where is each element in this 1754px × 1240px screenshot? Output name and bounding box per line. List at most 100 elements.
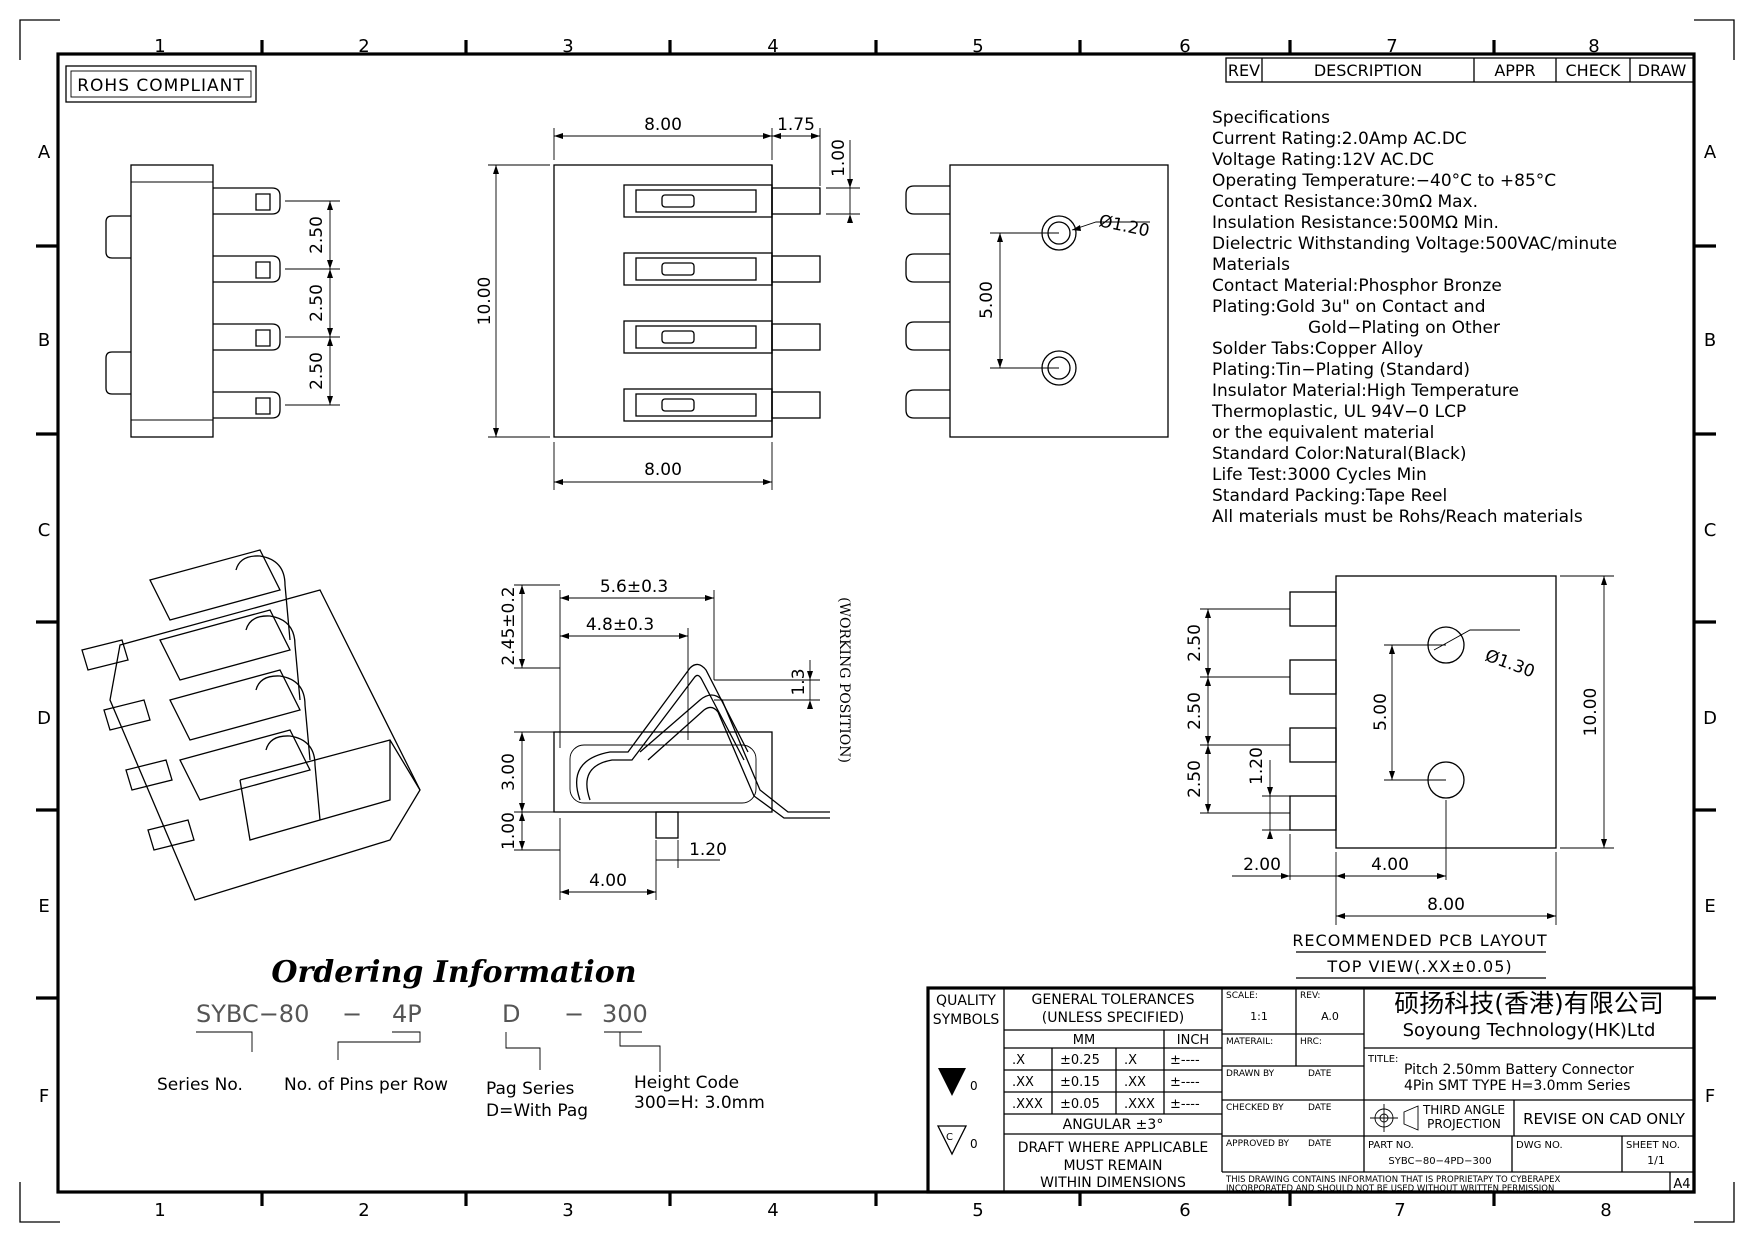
tol-cell: ±---- (1170, 1075, 1200, 1090)
spec-line: Solder Tabs:Copper Alloy (1212, 339, 1423, 359)
side-pitch-2: 2.50 (307, 284, 327, 322)
spec-line: Current Rating:2.0Amp AC.DC (1212, 129, 1467, 149)
zone-col-1-bottom: 1 (154, 1200, 165, 1221)
rear-pitch: 5.00 (977, 281, 997, 319)
spec-line: Contact Material:Phosphor Bronze (1212, 276, 1502, 296)
rohs-label: ROHS COMPLIANT (77, 76, 245, 96)
revision-table: REV DESCRIPTION APPR CHECK DRAW (1225, 57, 1695, 83)
zone-row-b: B (38, 330, 50, 351)
profile-len: 4.00 (589, 871, 627, 891)
zone-labels-right: A B C D E F (1703, 142, 1717, 1107)
profile-top: 5.6±0.3 (600, 577, 668, 597)
zone-row-f: F (39, 1086, 49, 1107)
checked-by-label: CHECKED BY (1226, 1103, 1284, 1113)
svg-text:C: C (946, 1132, 953, 1143)
pcb-hole-pitch: 5.00 (1371, 693, 1391, 731)
spec-line: Insulation Resistance:500MΩ Min. (1212, 213, 1499, 233)
working-position-label: (WORKING POSITION) (836, 597, 852, 763)
draft-note-3: WITHIN DIMENSIONS (1040, 1175, 1186, 1191)
spec-line: Voltage Rating:12V AC.DC (1212, 150, 1434, 170)
zone-col-6: 6 (1179, 36, 1190, 57)
zone-col-4: 4 (767, 36, 778, 57)
profile-body: 3.00 (499, 753, 519, 791)
height-label-2: 300=H: 3.0mm (634, 1093, 765, 1113)
drawn-by-label: DRAWN BY (1226, 1069, 1275, 1079)
order-pins: 4P (392, 1000, 422, 1028)
tol-cell: .XX (1124, 1075, 1146, 1090)
draw-header: DRAW (1638, 61, 1687, 80)
side-pitch-3: 2.50 (307, 352, 327, 390)
company-name-cn: 硕扬科技(香港)有限公司 (1394, 989, 1664, 1018)
spec-line: All materials must be Rohs/Reach materia… (1212, 507, 1583, 527)
rear-hole: Ø1.20 (1097, 211, 1151, 241)
spec-line: Gold−Plating on Other (1308, 318, 1500, 338)
order-dash-1: − (342, 1000, 362, 1028)
draft-note-1: DRAFT WHERE APPLICABLE (1018, 1140, 1209, 1156)
approved-date-label: DATE (1308, 1139, 1332, 1149)
profile-work: 1.3 (789, 668, 809, 695)
quality-sym-0-a: 0 (970, 1079, 978, 1093)
series-label: Series No. (157, 1075, 243, 1095)
height-label-1: Height Code (634, 1073, 739, 1093)
pcb-pitch-1: 2.50 (1185, 624, 1205, 662)
sheet-no-value: 1/1 (1647, 1154, 1665, 1167)
order-series: SYBC−80 (196, 1000, 309, 1028)
zone-col-3-bottom: 3 (562, 1200, 573, 1221)
zone-labels-left: A B C D E F (37, 142, 51, 1107)
tol-cell: ±0.25 (1060, 1053, 1100, 1068)
zone-row-b-right: B (1704, 330, 1716, 351)
spec-line: Plating:Gold 3u" on Contact and (1212, 297, 1486, 317)
spec-line: Contact Resistance:30mΩ Max. (1212, 192, 1478, 212)
order-peg: D (502, 1000, 520, 1028)
profile-height: 2.45±0.2 (499, 586, 519, 665)
check-header: CHECK (1566, 61, 1621, 80)
tol-cell: .XX (1012, 1075, 1034, 1090)
zone-row-e: E (38, 896, 49, 917)
approved-by-label: APPROVED BY (1226, 1139, 1290, 1149)
front-height: 10.00 (475, 277, 495, 326)
pcb-left: 2.00 (1243, 855, 1281, 875)
quality-sym-0-b: 0 (970, 1137, 978, 1151)
tol-cell: .XXX (1124, 1097, 1155, 1112)
scale-label: SCALE: (1226, 991, 1258, 1001)
projection-label-1: THIRD ANGLE (1422, 1103, 1505, 1117)
profile-foot: 1.00 (499, 812, 519, 850)
draft-note-2: MUST REMAIN (1063, 1158, 1162, 1174)
ordering-information: Ordering Information SYBC−80 − 4P D − 30… (157, 955, 765, 1121)
spec-line: Standard Packing:Tape Reel (1212, 486, 1447, 506)
zone-col-7-bottom: 7 (1394, 1200, 1405, 1221)
part-no-label: PART NO. (1368, 1140, 1414, 1151)
spec-line: or the equivalent material (1212, 423, 1434, 443)
zone-col-8-bottom: 8 (1600, 1200, 1611, 1221)
sheet-frame (19, 19, 1735, 1223)
description-header: DESCRIPTION (1314, 61, 1422, 80)
pcb-mid: 4.00 (1371, 855, 1409, 875)
spec-line: Specifications (1212, 108, 1330, 128)
drawing-title-2: 4Pin SMT TYPE H=3.0mm Series (1404, 1078, 1630, 1094)
spec-line: Insulator Material:High Temperature (1212, 381, 1519, 401)
company-name-en: Soyoung Technology(HK)Ltd (1403, 1020, 1656, 1041)
peg-label-1: Pag Series (486, 1079, 575, 1099)
zone-labels-top: 1 2 3 4 5 6 7 8 (154, 36, 1599, 57)
front-view: 8.00 1.75 1.00 10.00 8.00 (475, 115, 860, 490)
pcb-title: RECOMMENDED PCB LAYOUT (1292, 931, 1547, 950)
scale-value: 1:1 (1250, 1010, 1268, 1023)
spec-line: Materials (1212, 255, 1290, 275)
zone-row-a-right: A (1704, 142, 1717, 163)
tol-cell: ±0.05 (1060, 1097, 1100, 1112)
zone-row-d-right: D (1703, 708, 1717, 729)
zone-row-f-right: F (1705, 1086, 1715, 1107)
rev-header: REV (1228, 61, 1260, 80)
rev-label: REV: (1300, 991, 1320, 1001)
zone-labels-bottom: 1 2 3 4 5 6 7 8 (154, 1200, 1611, 1221)
disclaimer-2: INCORPORATED AND SHOULD NOT BE USED WITH… (1226, 1184, 1554, 1194)
triangle-c-icon (936, 1125, 968, 1156)
drawing-title-1: Pitch 2.50mm Battery Connector (1404, 1062, 1634, 1078)
spec-line: Standard Color:Natural(Black) (1212, 444, 1467, 464)
side-view: 2.50 2.50 2.50 (105, 164, 340, 438)
zone-col-5: 5 (972, 36, 983, 57)
front-width-top: 8.00 (644, 115, 682, 135)
zone-col-3: 3 (562, 36, 573, 57)
spec-line: Plating:Tin−Plating (Standard) (1212, 360, 1470, 380)
